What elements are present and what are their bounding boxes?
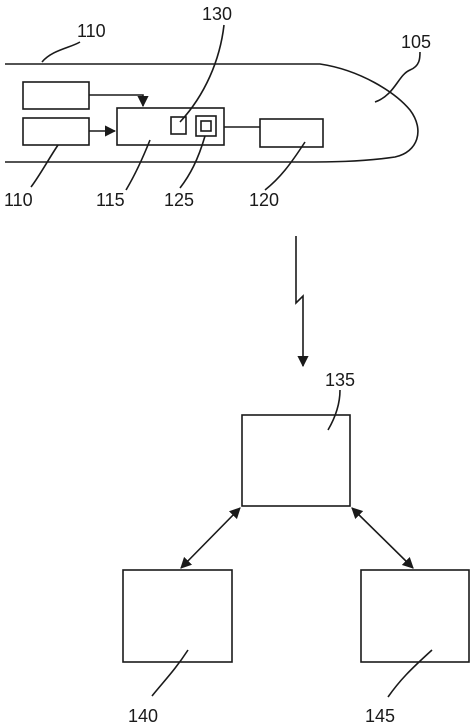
ref-label-145: 145 xyxy=(365,706,395,726)
leader-135 xyxy=(327,389,341,431)
ref-label-110-bottom: 110 xyxy=(4,190,33,210)
double-arrow-server-to-right xyxy=(351,507,414,569)
leader-130 xyxy=(179,24,225,123)
comm-module-box xyxy=(259,118,324,148)
device-left-box xyxy=(122,569,233,663)
ref-label-135: 135 xyxy=(325,370,355,390)
vehicle-outline xyxy=(5,63,419,163)
leader-140 xyxy=(151,649,189,697)
sub-unit-130-box xyxy=(170,116,187,135)
ref-label-110-top: 110 xyxy=(77,21,106,41)
ref-label-130: 130 xyxy=(202,4,232,24)
ref-label-125: 125 xyxy=(164,190,194,210)
leader-120 xyxy=(264,141,306,191)
leader-110-top xyxy=(41,41,81,63)
server-box xyxy=(241,414,351,507)
arrow-sensor-top-to-controller xyxy=(89,94,149,108)
ref-label-140: 140 xyxy=(128,706,158,726)
sensor-box-top xyxy=(22,81,90,110)
sensor-box-bottom xyxy=(22,117,90,146)
leader-125 xyxy=(179,135,206,189)
ref-label-120: 120 xyxy=(249,190,279,210)
leader-145 xyxy=(387,649,433,698)
leader-105 xyxy=(374,51,421,103)
device-right-box xyxy=(360,569,470,663)
double-arrow-server-to-left xyxy=(180,507,241,569)
ref-label-115: 115 xyxy=(96,190,125,210)
ref-label-105: 105 xyxy=(401,32,431,52)
sub-unit-125-inner-box xyxy=(200,120,212,132)
wireless-link-arrow xyxy=(295,236,309,368)
leader-115 xyxy=(125,139,151,191)
leader-110-bottom xyxy=(30,144,59,188)
